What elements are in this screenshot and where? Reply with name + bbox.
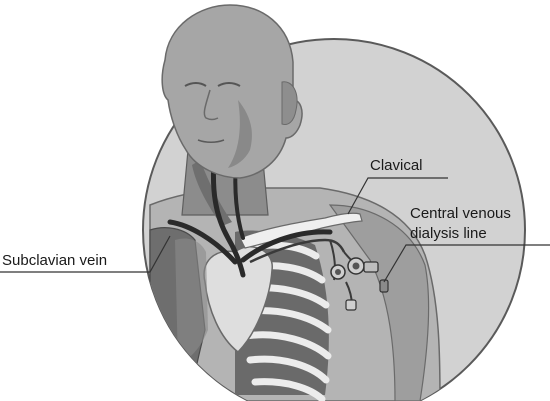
leader-lines: [0, 177, 550, 283]
head-shape: [161, 4, 303, 179]
jugular-vein: [210, 157, 246, 278]
catheter-line: [249, 238, 389, 311]
right-shoulder: [328, 204, 430, 401]
rib: [251, 378, 326, 401]
catheter-clamp-icon: [363, 261, 379, 273]
clavical-label: Clavical: [370, 157, 423, 174]
subclavian-leader: [0, 235, 171, 273]
catheter-label-line1: Central venous: [410, 205, 511, 222]
catheter-clamp-icon: [345, 299, 357, 311]
catheter-port-icon: [330, 264, 346, 280]
subclavian-vein: [167, 219, 238, 265]
subclavian-vein-right: [240, 229, 333, 263]
mouth: [197, 139, 225, 143]
eye-right: [217, 82, 241, 87]
clavical-leader: [347, 177, 448, 215]
catheter-clamp-icon: [379, 279, 389, 293]
cheek-shadow: [228, 100, 252, 168]
eye-left: [184, 82, 207, 87]
ear: [281, 81, 298, 125]
head: [161, 4, 303, 179]
rib: [246, 355, 330, 384]
rib: [242, 331, 332, 360]
subclavian-label: Subclavian vein: [2, 252, 107, 269]
catheter-tube: [249, 238, 346, 264]
catheter-port-icon: [347, 257, 365, 275]
catheter-label-line2: dialysis line: [410, 225, 487, 242]
nose: [203, 89, 219, 121]
catheter-leader: [383, 244, 550, 283]
lung: [175, 238, 208, 365]
